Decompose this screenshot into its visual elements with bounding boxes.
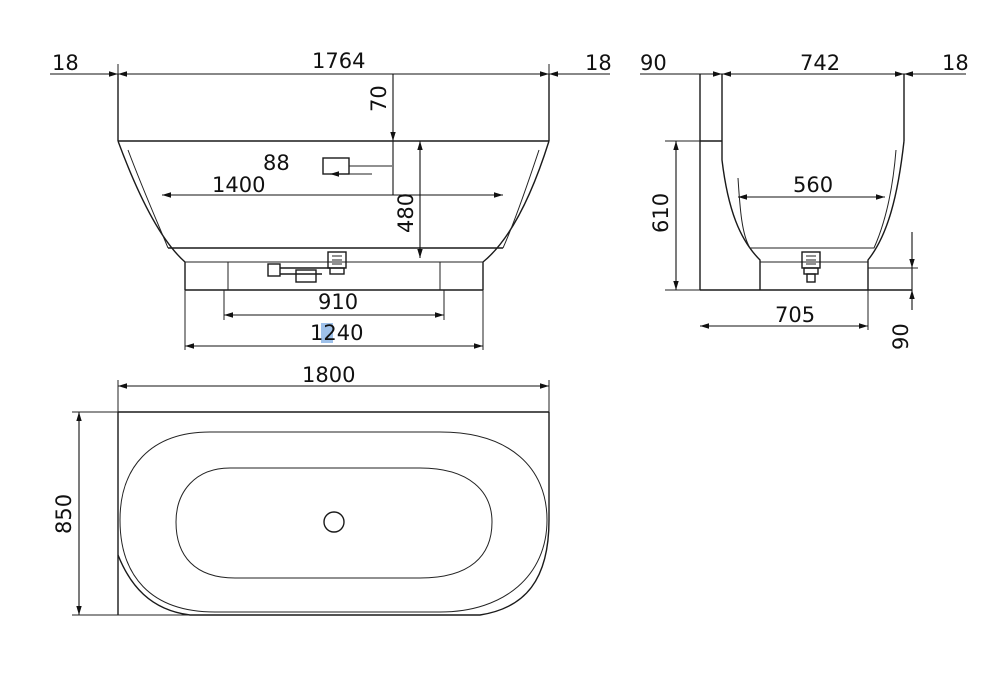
side-dim-base-width: 705: [775, 303, 815, 327]
front-dim-inner-length: 1400: [212, 173, 265, 197]
text-selection-highlight: [321, 323, 333, 343]
front-dim-overflow: 88: [263, 151, 290, 175]
front-dim-top-length: 1764: [312, 49, 365, 73]
side-dim-wall-gap: 90: [640, 51, 667, 75]
side-tub-outline: [699, 74, 912, 291]
front-dim-inner-depth: 480: [394, 193, 418, 233]
top-dim-length: 1800: [302, 363, 355, 387]
side-dim-inner-width: 560: [793, 173, 833, 197]
top-dim-width: 850: [52, 494, 76, 534]
front-dim-base-outer: 1240: [310, 321, 363, 345]
front-dim-left-edge: 18: [52, 51, 79, 75]
side-view: 90 742 18 560 610 705 90: [640, 51, 969, 350]
side-dimensions: [640, 71, 966, 330]
front-dimensions: [50, 64, 610, 350]
side-dim-base-height: 90: [889, 323, 913, 350]
top-tub-outline: [117, 411, 550, 616]
front-dim-rim-depth: 70: [367, 85, 391, 112]
front-dim-right-edge: 18: [585, 51, 612, 75]
side-dim-right-edge: 18: [942, 51, 969, 75]
drain-hole: [323, 511, 345, 533]
top-dimensions: [72, 380, 550, 616]
top-view: 1800 850: [52, 363, 550, 616]
front-tub-outline: [117, 74, 550, 291]
front-dim-base-inner: 910: [318, 290, 358, 314]
side-dim-height: 610: [649, 193, 673, 233]
front-view: 18 1764 18 70 88 1400 480 910 1240: [50, 49, 612, 350]
side-dim-top-width: 742: [800, 51, 840, 75]
